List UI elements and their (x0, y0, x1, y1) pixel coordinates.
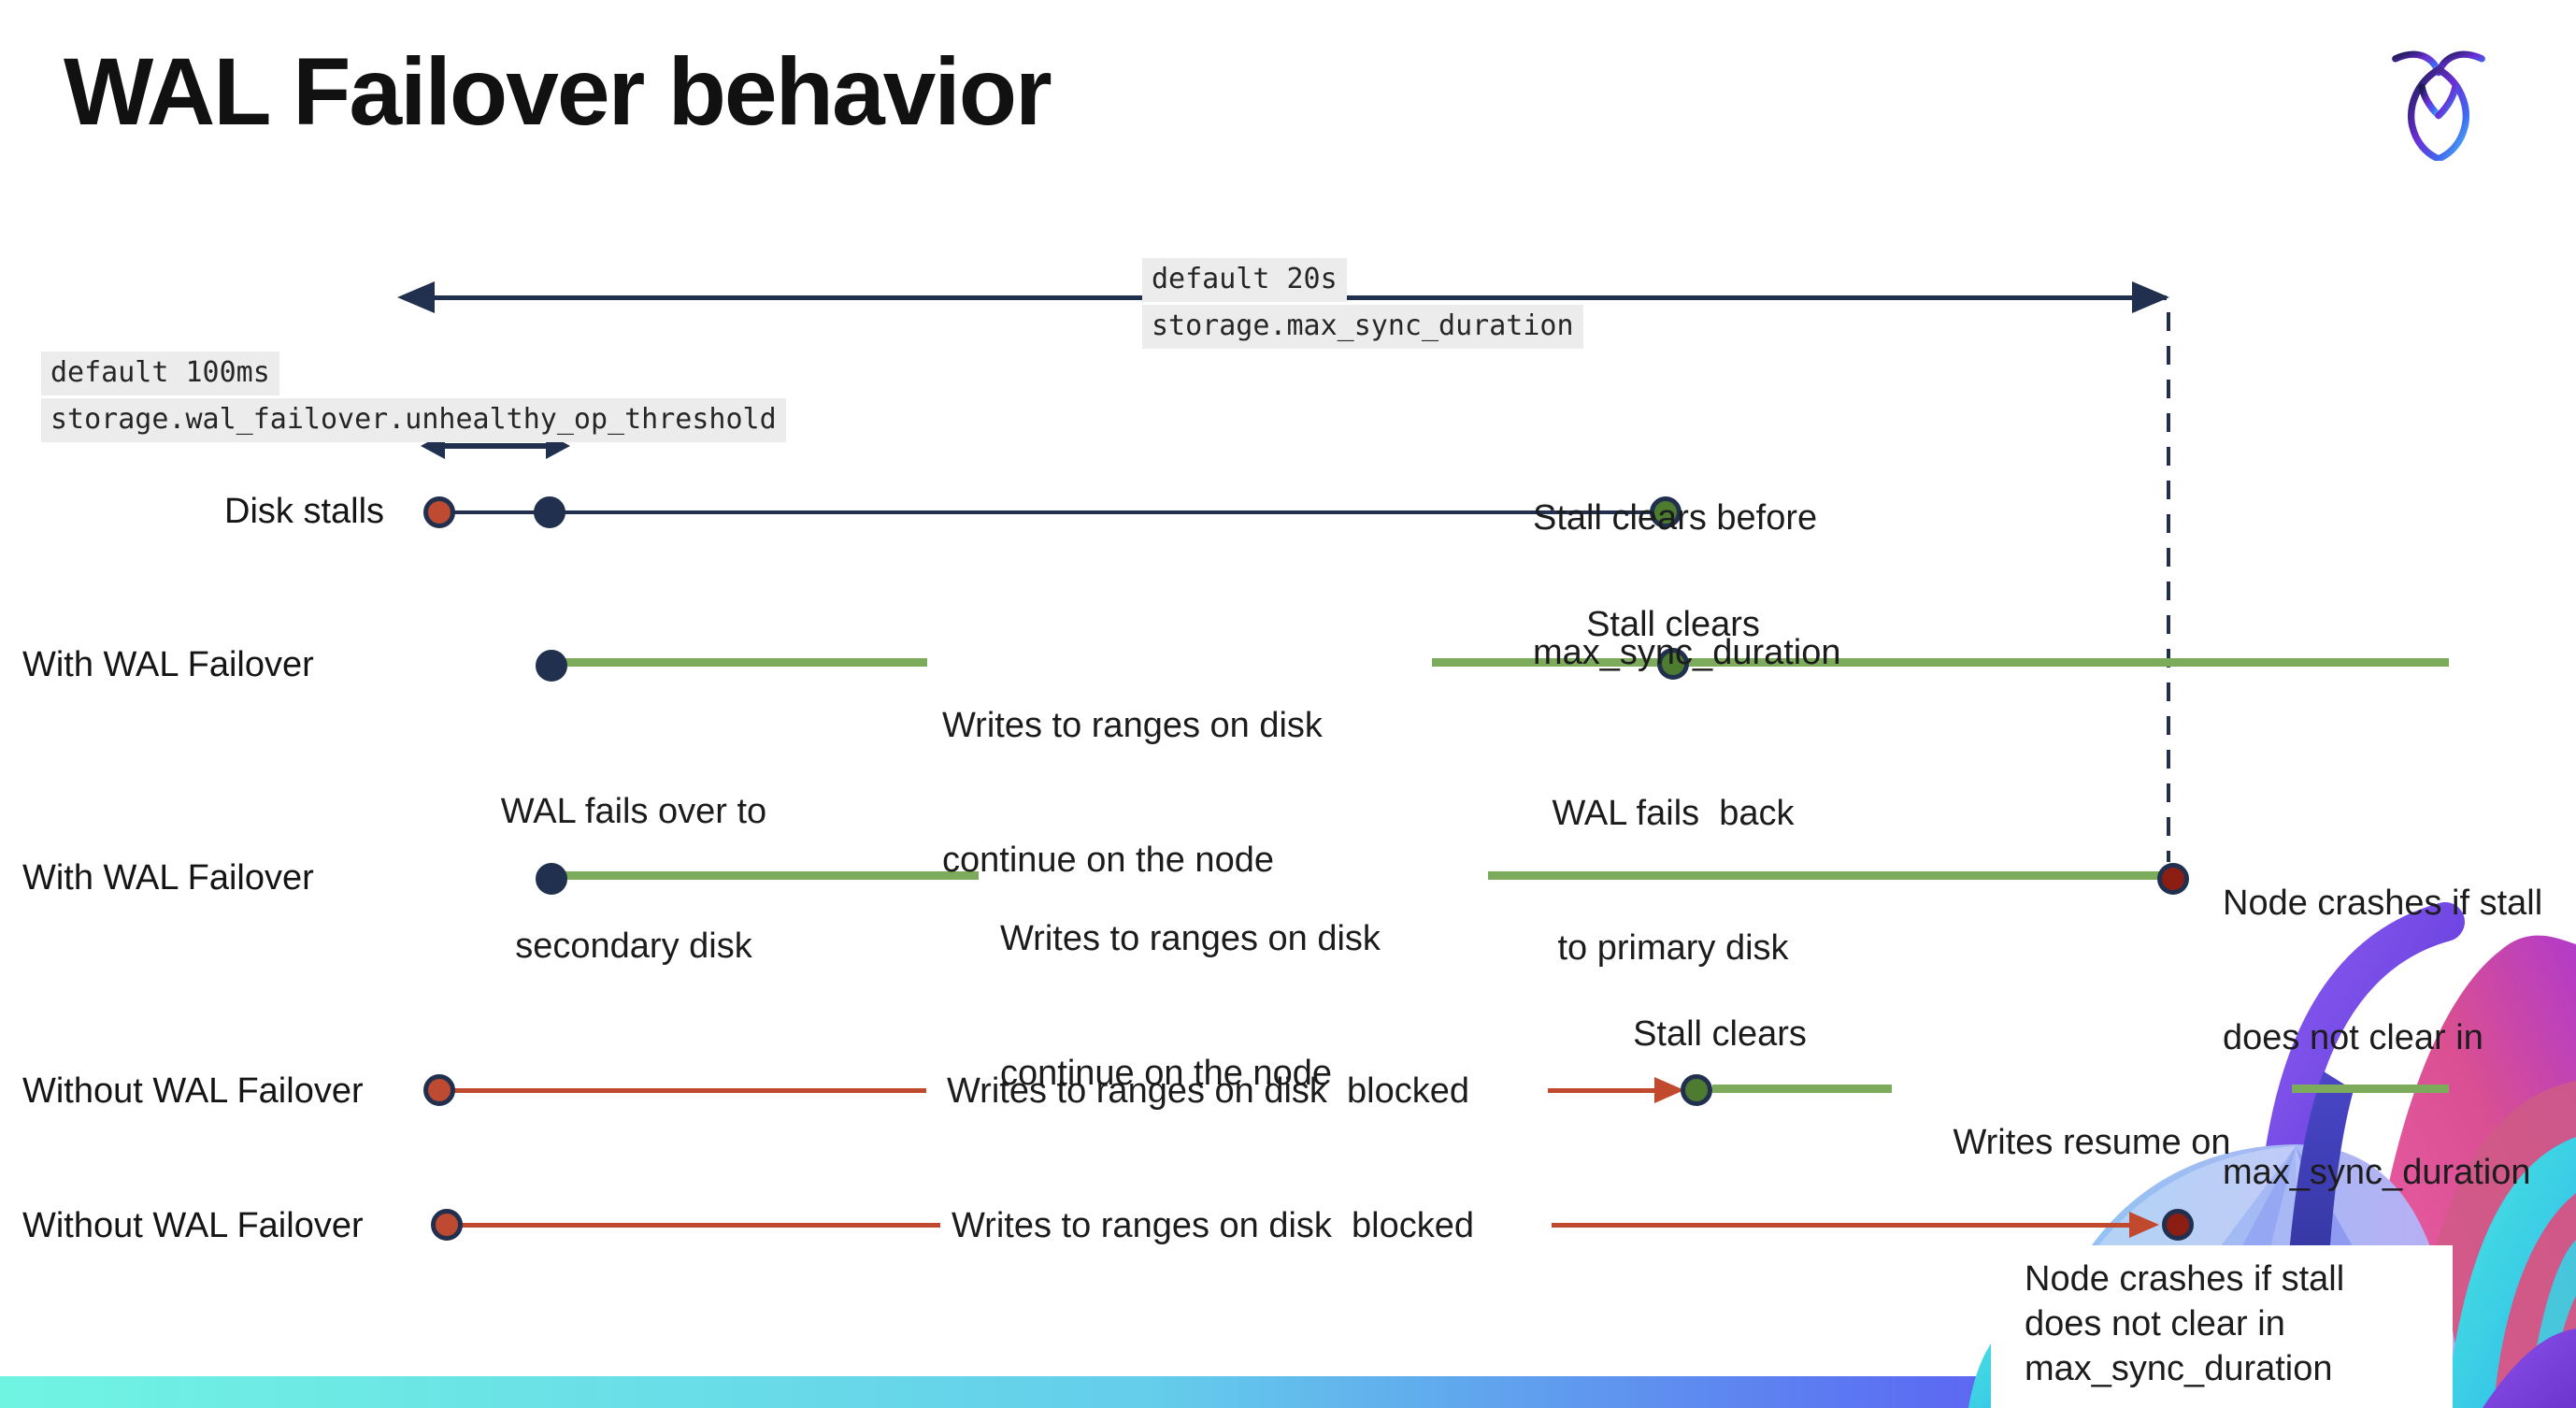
row-label-without-wal-1: Without WAL Failover (22, 1071, 364, 1111)
unhealthy-op-arrow-line (441, 443, 548, 449)
without-wal-1-stall-dot (423, 1074, 455, 1106)
with-wal-1-stall-clear-dot (1657, 648, 1689, 680)
note-line: to primary disk (1557, 928, 1789, 968)
with-wal-2-crash-dot (2157, 863, 2189, 895)
note-line: max_sync_duration (1533, 633, 1841, 672)
unhealthy-op-setting-name: storage.wal_failover.unhealthy_op_thresh… (41, 398, 786, 442)
disk-stalls-timeline (439, 510, 1666, 514)
unhealthy-op-default-value: default 100ms (41, 352, 279, 395)
row-label-disk-stalls: Disk stalls (224, 492, 385, 531)
row-label-with-wal-2: With WAL Failover (22, 858, 314, 898)
arrow-left-icon (397, 281, 435, 313)
with-wal-1-failover-dot (536, 650, 567, 682)
with-wal-2-writes-note: Writes to ranges on disk continue on the… (1000, 826, 1381, 1185)
without-wal-1-green-line-a (1712, 1085, 1892, 1093)
without-wal-2-blocked-note: Writes to ranges on disk blocked (952, 1206, 1475, 1245)
without-wal-1-stall-clears-note: Stall clears (1633, 1014, 1807, 1054)
arrow-right-icon (2132, 281, 2169, 313)
without-wal-1-stall-clear-dot (1681, 1074, 1712, 1106)
without-wal-2-stall-dot (431, 1209, 463, 1241)
without-wal-1-blocked-note: Writes to ranges on disk blocked (947, 1071, 1470, 1111)
note-line: continue on the node (1000, 1054, 1332, 1093)
red-arrowhead-icon (1654, 1077, 1684, 1103)
with-wal-2-failover-dot (536, 863, 567, 895)
max-sync-default-value: default 20s (1142, 258, 1347, 302)
cockroachdb-logo-svg (2392, 50, 2485, 163)
note-line: max_sync_duration (2223, 1153, 2531, 1192)
disk-stall-start-dot (423, 496, 455, 528)
red-arrowhead-icon (2129, 1212, 2159, 1238)
row-label-with-wal-1: With WAL Failover (22, 645, 314, 684)
note-line: max_sync_duration (2025, 1349, 2333, 1388)
cockroachdb-logo-icon (2389, 43, 2488, 163)
without-wal-1-red-line-b (1548, 1088, 1658, 1093)
with-wal-1-writes-note: Writes to ranges on disk continue on the… (942, 613, 1323, 972)
config-label-unhealthy-op: default 100ms storage.wal_failover.unhea… (41, 352, 786, 445)
note-line: continue on the node (942, 840, 1274, 880)
note-line: Stall clears before (1533, 498, 1818, 538)
with-wal-1-green-line-b (1432, 658, 2449, 667)
page-title: WAL Failover behavior (64, 38, 1052, 145)
without-wal-2-crash-dot (2162, 1209, 2194, 1241)
without-wal-2-red-line-a (460, 1223, 940, 1228)
with-wal-1-failback-note: WAL fails back to primary disk (1552, 701, 1794, 1060)
note-line: does not clear in (2025, 1304, 2285, 1343)
with-wal-2-crash-note: Node crashes if stall does not clear in … (2223, 791, 2542, 1285)
note-line: WAL fails over to (500, 792, 767, 831)
with-wal-2-green-line-a (561, 871, 979, 880)
without-wal-1-red-line-a (452, 1088, 926, 1093)
with-wal-1-stall-clears-note: Stall clears (1586, 605, 1760, 644)
without-wal-2-red-line-b (1552, 1223, 2131, 1228)
note-line: Node crashes if stall (2025, 1259, 2345, 1299)
note-line: Node crashes if stall (2223, 884, 2543, 923)
note-line: WAL fails back (1552, 794, 1795, 833)
note-line: Writes to ranges on disk (1000, 919, 1381, 958)
config-label-max-sync: default 20s storage.max_sync_duration (1142, 258, 1583, 352)
row-label-without-wal-2: Without WAL Failover (22, 1206, 364, 1245)
deadline-dashed-line (2167, 312, 2170, 862)
without-wal-1-green-line-b (2292, 1085, 2449, 1093)
crash-note-box: Node crashes if stall does not clear in … (1991, 1245, 2453, 1408)
with-wal-1-green-line-a (561, 658, 927, 667)
note-line: secondary disk (515, 927, 752, 966)
max-sync-setting-name: storage.max_sync_duration (1142, 305, 1583, 349)
note-line: Writes resume on (1953, 1123, 2231, 1162)
failover-trigger-dot (534, 496, 565, 528)
note-line: does not clear in (2223, 1018, 2483, 1057)
stall-clear-dot (1650, 496, 1682, 528)
note-line: Writes to ranges on disk (942, 706, 1323, 745)
stall-clears-before-note: Stall clears before max_sync_duration (1533, 406, 1841, 765)
with-wal-1-failover-note: WAL fails over to secondary disk (501, 699, 766, 1058)
with-wal-2-green-line-b (1488, 871, 2170, 880)
